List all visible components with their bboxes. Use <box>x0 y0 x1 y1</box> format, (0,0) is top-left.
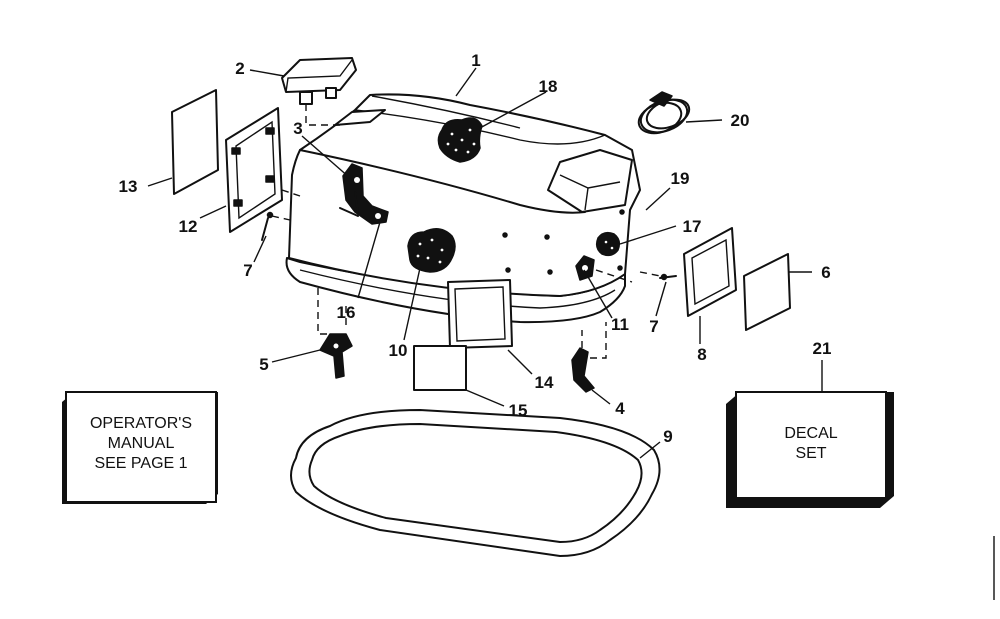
part-17-foam-pad <box>595 231 621 257</box>
callout-10: 10 <box>389 341 408 360</box>
callout-15: 15 <box>509 401 528 420</box>
callout-7-right: 7 <box>649 317 658 336</box>
part-4-bracket <box>571 322 607 393</box>
motor-cover <box>285 93 641 324</box>
callout-17: 17 <box>683 217 702 236</box>
callout-6: 6 <box>821 263 830 282</box>
callout-16: 16 <box>337 303 356 322</box>
callout-12: 12 <box>179 217 198 236</box>
manual-box-line-2: MANUAL <box>108 435 175 452</box>
decal-box-line-2: SET <box>795 445 826 462</box>
callout-7-left: 7 <box>243 261 252 280</box>
part-13-decal-sheet <box>171 89 219 195</box>
decal-set-box: DECAL SET <box>726 391 894 508</box>
callout-18: 18 <box>539 77 558 96</box>
callout-20: 20 <box>731 111 750 130</box>
part-14-grille <box>447 279 513 349</box>
callout-8: 8 <box>697 345 706 364</box>
part-3-latch <box>339 163 389 225</box>
part-15-decal-sheet <box>413 345 467 391</box>
part-7-screw-left <box>261 211 291 241</box>
part-12-side-frame <box>225 107 301 233</box>
callout-numbers: 1 2 3 4 5 6 7 7 8 9 10 11 12 13 14 15 16… <box>119 51 832 446</box>
part-9-seal <box>290 409 661 557</box>
part-6-decal-sheet <box>743 253 791 331</box>
callout-14: 14 <box>535 373 554 392</box>
decal-box-line-1: DECAL <box>784 425 837 442</box>
callout-4: 4 <box>615 399 625 418</box>
manual-box-line-1: OPERATOR'S <box>90 415 192 432</box>
part-5-bracket <box>317 288 353 379</box>
part-2-top-cap <box>281 57 357 126</box>
part-8-side-grille <box>683 227 737 317</box>
manual-box-line-3: SEE PAGE 1 <box>94 455 187 472</box>
callout-2: 2 <box>235 59 244 78</box>
operators-manual-box: OPERATOR'S MANUAL SEE PAGE 1 <box>62 391 218 504</box>
part-20-cable <box>637 91 691 135</box>
callout-1: 1 <box>471 51 480 70</box>
callout-13: 13 <box>119 177 138 196</box>
part-7-screw-right <box>639 271 677 281</box>
callout-11: 11 <box>611 315 629 334</box>
part-11-grommet <box>575 255 633 283</box>
callout-19: 19 <box>671 169 690 188</box>
callout-3: 3 <box>293 119 302 138</box>
callout-9: 9 <box>663 427 672 446</box>
callout-5: 5 <box>259 355 268 374</box>
part-18-foam-pad <box>437 117 483 163</box>
leader-lines <box>147 67 823 459</box>
callout-21: 21 <box>813 339 832 358</box>
part-10-foam-pad <box>407 228 456 273</box>
